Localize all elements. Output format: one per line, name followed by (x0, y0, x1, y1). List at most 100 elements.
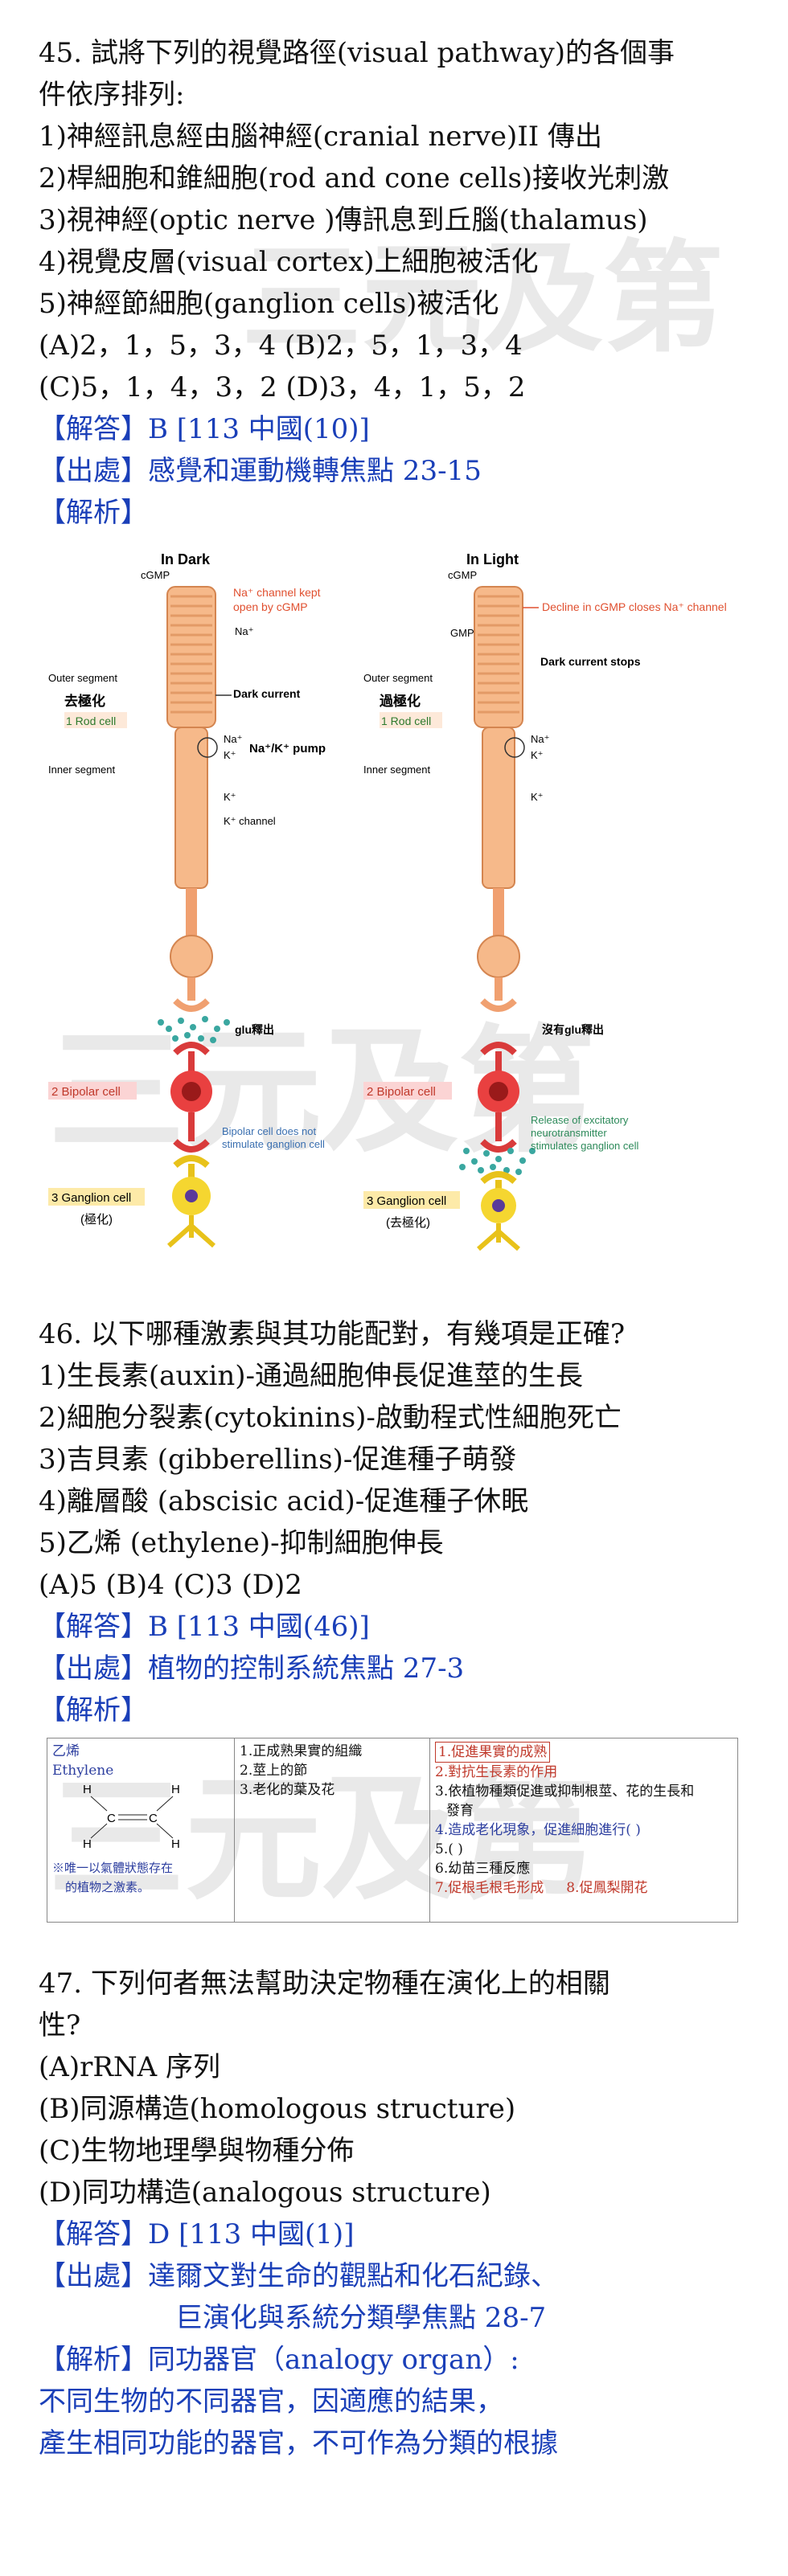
k-label: K⁺ (224, 749, 236, 761)
question-stem: 46. 以下哪種激素與其功能配對，有幾項是正確? (39, 1318, 626, 1350)
left-title: In Dark (161, 551, 211, 567)
bipolar-label: 2 Bipolar cell (367, 1085, 436, 1099)
hormone-name-zh: 乙烯 (52, 1743, 80, 1759)
function-item: 7.促根毛根毛形成 (435, 1880, 544, 1896)
question-stem: 47. 下列何者無法幫助決定物種在演化上的相關 (39, 1968, 610, 2000)
k-label: K⁺ (224, 791, 236, 803)
function-item: 6.幼苗三種反應 (435, 1861, 531, 1877)
explanation-line: 產生相同功能的器官，不可作為分類的根據 (39, 2427, 558, 2459)
ethylene-structure: H H H H C C (83, 1783, 180, 1851)
list-item: 3)視神經(optic nerve )傳訊息到丘腦(thalamus) (39, 204, 648, 236)
list-item: 4)離層酸 (abscisic acid)-促進種子休眠 (39, 1485, 529, 1517)
right-state-label: (去極化) (386, 1216, 430, 1230)
rod-cell-svg: In Dark cGMP Na⁺ channel kept open by cG… (48, 551, 727, 1251)
atom-h: H (171, 1783, 180, 1796)
explanation-line: 不同生物的不同器官，因適應的結果， (39, 2386, 503, 2418)
table-cell: 1.促進果實的成熟 2.對抗生長素的作用 3.依植物種類促進或抑制根莖、花的生長… (429, 1738, 738, 1923)
stim-ganglion-label: stimulate ganglion cell (222, 1138, 325, 1150)
table-cell: 乙烯 Ethylene H H H H C C ※唯一以氣體狀態存在 (47, 1738, 235, 1923)
answer-options: (A)2，1，5，3，4 (B)2，5，1，3，4 (39, 330, 523, 362)
inner-segment-label: Inner segment (363, 764, 430, 776)
na-label: Na⁺ (224, 733, 242, 745)
dark-current-stops-label: Dark current stops (540, 655, 641, 668)
table-cell: 1.正成熟果實的組織 2.莖上的節 3.老化的葉及花 (234, 1738, 430, 1923)
function-item: 1.促進果實的成熟 (435, 1742, 551, 1763)
question-47: 47. 下列何者無法幫助決定物種在演化上的相關 性? (A)rRNA 序列 (B… (39, 1963, 756, 2464)
na-label: Na⁺ (531, 733, 549, 745)
explanation-label: 【解析】 (39, 497, 148, 529)
outer-segment-label: Outer segment (48, 672, 117, 684)
ethylene-table: 乙烯 Ethylene H H H H C C ※唯一以氣體狀態存在 (47, 1738, 738, 1923)
k-label: K⁺ (531, 791, 544, 803)
atom-c: C (107, 1812, 116, 1825)
watermark: 三元及第 (241, 229, 724, 369)
inner-segment-label: Inner segment (48, 764, 115, 776)
bipolar-not-label: Bipolar cell does not (222, 1125, 316, 1137)
list-item: 5)乙烯 (ethylene)-抑制細胞伸長 (39, 1527, 444, 1559)
question-45: 45. 試將下列的視覺路徑(visual pathway)的各個事 件依序排列:… (39, 32, 756, 534)
rod-cell-label: 1 Rod cell (66, 715, 116, 727)
answer-options: (C)5，1，4，3，2 (D)3，4，1，5，2 (39, 371, 526, 403)
atom-h: H (83, 1783, 92, 1796)
glu-release-label: glu釋出 (235, 1023, 274, 1036)
list-item: 3)吉貝素 (gibberellins)-促進種子萌發 (39, 1444, 517, 1476)
k-label: K⁺ (531, 749, 544, 761)
list-item: 2)桿細胞和錐細胞(rod and cone cells)接收光刺激 (39, 162, 670, 195)
list-item: 5)神經節細胞(ganglion cells)被活化 (39, 288, 499, 320)
cgmp-label: cGMP (448, 569, 477, 581)
dark-current-label: Dark current (233, 687, 301, 700)
left-state-label: (極化) (80, 1213, 113, 1227)
k-channel-label: K⁺ channel (224, 815, 276, 827)
hyperpolarize-label: 過極化 (380, 693, 421, 709)
right-title: In Light (466, 551, 519, 567)
question-stem: 件依序排列: (39, 79, 185, 111)
explanation-line: 【解析】同功器官（analogy organ）: (39, 2344, 519, 2376)
release-label: Release of excitatory (531, 1114, 629, 1126)
answer-line: 【解答】B [113 中國(46)] (39, 1611, 370, 1643)
source-line: 巨演化與系統分類學焦點 28-7 (175, 2302, 547, 2334)
function-item: 發育 (446, 1803, 474, 1819)
answer-option: (D)同功構造(analogous structure) (39, 2177, 491, 2209)
source-line: 【出處】感覺和運動機轉焦點 23-15 (39, 455, 482, 487)
answer-option: (A)rRNA 序列 (39, 2051, 221, 2083)
list-item: 2)細胞分裂素(cytokinins)-啟動程式性細胞死亡 (39, 1402, 622, 1434)
atom-h: H (171, 1837, 180, 1851)
open-by-label: open by cGMP (233, 600, 308, 613)
source-item: 2.莖上的節 (240, 1763, 308, 1779)
question-stem: 45. 試將下列的視覺路徑(visual pathway)的各個事 (39, 37, 675, 69)
cgmp-label: cGMP (141, 569, 170, 581)
hormone-name-en: Ethylene (52, 1763, 114, 1779)
release-label: stimulates ganglion cell (531, 1140, 639, 1152)
function-item: 3.依植物種類促進或抑制根莖、花的生長和 (435, 1784, 695, 1800)
list-item: 1)生長素(auxin)-通過細胞伸長促進莖的生長 (39, 1360, 584, 1392)
source-item: 1.正成熟果實的組織 (240, 1743, 363, 1759)
outer-segment-label: Outer segment (363, 672, 433, 684)
release-label: neurotransmitter (531, 1127, 607, 1139)
no-glu-label: 沒有glu釋出 (542, 1023, 604, 1036)
answer-line: 【解答】D [113 中國(1)] (39, 2218, 355, 2250)
question-stem: 性? (39, 2009, 81, 2042)
answer-options: (A)5 (B)4 (C)3 (D)2 (39, 1569, 302, 1601)
depolarize-label: 去極化 (64, 693, 105, 709)
rod-cell-label: 1 Rod cell (381, 715, 431, 727)
answer-option: (C)生物地理學與物種分佈 (39, 2135, 355, 2167)
list-item: 4)視覺皮層(visual cortex)上細胞被活化 (39, 246, 539, 278)
function-item: 2.對抗生長素的作用 (435, 1764, 558, 1780)
function-item: 8.促鳳梨開花 (566, 1880, 648, 1896)
function-item: 4.造成老化現象，促進細胞進行( ) (435, 1822, 641, 1838)
question-46: 46. 以下哪種激素與其功能配對，有幾項是正確? 1)生長素(auxin)-通過… (39, 1313, 756, 1731)
note-line: ※唯一以氣體狀態存在 (52, 1861, 174, 1875)
answer-option: (B)同源構造(homologous structure) (39, 2093, 516, 2125)
atom-h: H (83, 1837, 92, 1851)
source-item: 3.老化的葉及花 (240, 1782, 335, 1798)
source-line: 【出處】達爾文對生命的觀點和化石紀錄、 (39, 2260, 558, 2292)
hormone-table: 乙烯 Ethylene H H H H C C ※唯一以氣體狀態存在 (47, 1738, 738, 1923)
na-kept-label: Na⁺ channel kept (233, 586, 321, 599)
explanation-label: 【解析】 (39, 1694, 148, 1726)
gmp-label: GMP (450, 627, 474, 639)
source-line: 【出處】植物的控制系統焦點 27-3 (39, 1652, 465, 1685)
pump-label: Na⁺/K⁺ pump (249, 742, 326, 756)
list-item: 1)神經訊息經由腦神經(cranial nerve)II 傳出 (39, 121, 602, 153)
atom-c: C (149, 1812, 158, 1825)
ganglion-label: 3 Ganglion cell (367, 1194, 446, 1208)
